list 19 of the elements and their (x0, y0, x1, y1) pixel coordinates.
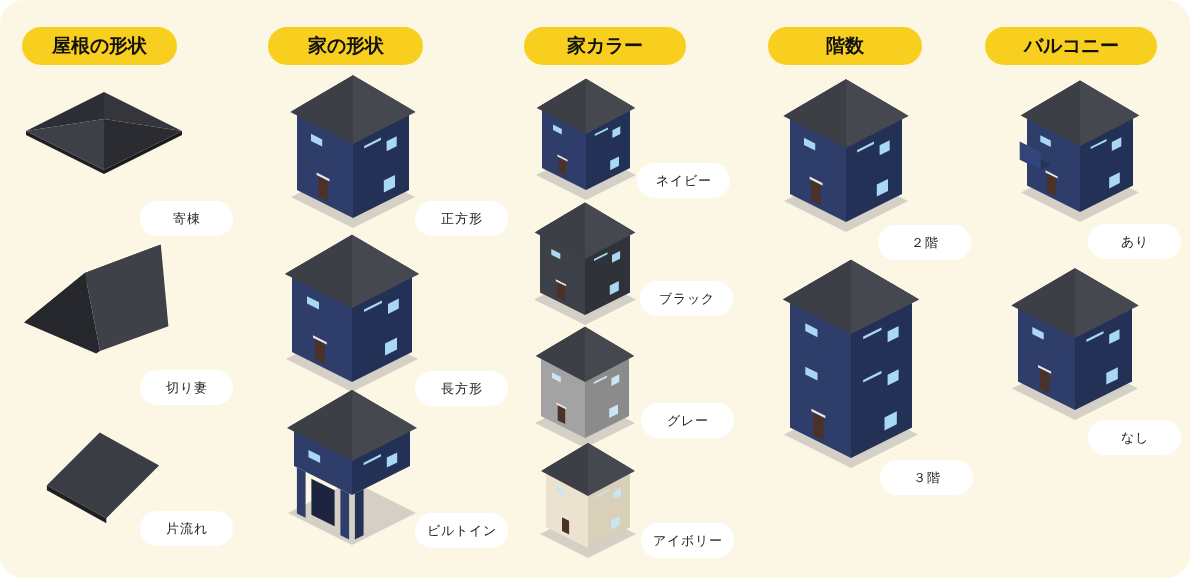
category-heading: 階数 (768, 27, 922, 65)
option-label: グレー (641, 403, 734, 438)
category-heading: 家カラー (524, 27, 686, 65)
option-label: 切り妻 (140, 370, 233, 405)
option-label: 長方形 (415, 371, 508, 406)
option-label: 寄棟 (140, 201, 233, 236)
option-label: なし (1088, 420, 1181, 455)
category-heading: 屋根の形状 (22, 27, 177, 65)
option-label: ビルトイン (415, 513, 508, 548)
option-label: あり (1088, 224, 1181, 259)
option-label: ３階 (880, 460, 973, 495)
option-label: ブラック (640, 281, 733, 316)
option-label: アイボリー (641, 523, 734, 558)
option-label: ２階 (878, 225, 971, 260)
option-label: ネイビー (637, 163, 730, 198)
category-heading: バルコニー (985, 27, 1157, 65)
category-heading: 家の形状 (268, 27, 423, 65)
option-label: 片流れ (140, 511, 233, 546)
option-label: 正方形 (415, 201, 508, 236)
